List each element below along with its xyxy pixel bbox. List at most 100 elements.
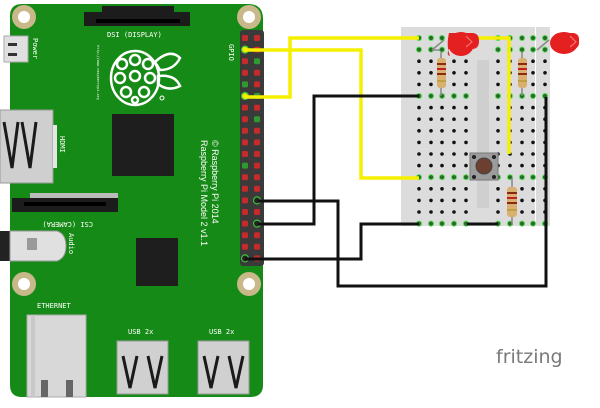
gpio-pin[interactable] xyxy=(254,127,260,134)
breadboard-hole[interactable] xyxy=(452,129,456,133)
breadboard-hole[interactable] xyxy=(464,210,468,214)
breadboard-hole[interactable] xyxy=(520,105,524,110)
breadboard-hole[interactable] xyxy=(529,220,537,227)
breadboard-hole[interactable] xyxy=(417,129,421,133)
breadboard-hole[interactable] xyxy=(417,105,421,110)
breadboard-hole[interactable] xyxy=(429,105,433,110)
breadboard-hole[interactable] xyxy=(452,59,456,63)
breadboard-hole[interactable] xyxy=(464,71,468,75)
breadboard-hole[interactable] xyxy=(452,140,456,145)
breadboard-hole[interactable] xyxy=(496,71,500,75)
breadboard-hole[interactable] xyxy=(429,198,433,203)
push-button[interactable] xyxy=(469,152,499,181)
breadboard-hole[interactable] xyxy=(438,34,446,42)
breadboard-hole[interactable] xyxy=(452,198,456,203)
breadboard-hole[interactable] xyxy=(464,140,468,145)
breadboard-hole[interactable] xyxy=(417,210,421,214)
breadboard-hole[interactable] xyxy=(450,92,458,100)
breadboard-hole[interactable] xyxy=(452,71,456,75)
breadboard-hole[interactable] xyxy=(462,92,470,100)
breadboard-hole[interactable] xyxy=(531,105,535,110)
breadboard-hole[interactable] xyxy=(429,140,433,145)
breadboard-hole[interactable] xyxy=(452,117,456,121)
gpio-pin[interactable] xyxy=(242,81,248,88)
breadboard-hole[interactable] xyxy=(541,34,549,42)
gpio-pin[interactable] xyxy=(242,69,248,76)
breadboard-hole[interactable] xyxy=(496,129,500,133)
gpio-pin[interactable] xyxy=(242,174,248,181)
gpio-pin[interactable] xyxy=(242,58,248,65)
breadboard-hole[interactable] xyxy=(520,198,524,203)
breadboard-hole[interactable] xyxy=(520,152,524,156)
gpio-pin[interactable] xyxy=(254,139,260,146)
breadboard-hole[interactable] xyxy=(429,152,433,156)
breadboard-hole[interactable] xyxy=(452,152,456,156)
breadboard-hole[interactable] xyxy=(541,46,549,53)
breadboard-hole[interactable] xyxy=(529,46,537,53)
breadboard-hole[interactable] xyxy=(440,129,444,133)
breadboard-hole[interactable] xyxy=(440,152,444,156)
breadboard-hole[interactable] xyxy=(529,34,537,42)
breadboard-hole[interactable] xyxy=(427,220,435,227)
breadboard-hole[interactable] xyxy=(543,71,547,75)
breadboard-hole[interactable] xyxy=(429,117,433,121)
breadboard-hole[interactable] xyxy=(531,129,535,133)
breadboard-hole[interactable] xyxy=(464,187,468,191)
breadboard-hole[interactable] xyxy=(464,163,468,168)
breadboard-hole[interactable] xyxy=(438,92,446,100)
breadboard-hole[interactable] xyxy=(429,82,433,87)
gpio-pin[interactable] xyxy=(254,243,260,250)
gpio-pin[interactable] xyxy=(242,162,248,169)
breadboard-hole[interactable] xyxy=(450,220,458,227)
breadboard-hole[interactable] xyxy=(440,210,444,214)
breadboard-hole[interactable] xyxy=(452,163,456,168)
breadboard-hole[interactable] xyxy=(417,82,421,87)
gpio-pin[interactable] xyxy=(242,35,248,41)
breadboard-hole[interactable] xyxy=(452,187,456,191)
gpio-pin[interactable] xyxy=(254,81,260,88)
breadboard-hole[interactable] xyxy=(531,71,535,75)
breadboard-hole[interactable] xyxy=(452,105,456,110)
breadboard-hole[interactable] xyxy=(531,117,535,121)
breadboard-hole[interactable] xyxy=(440,105,444,110)
breadboard-hole[interactable] xyxy=(520,187,524,191)
breadboard-hole[interactable] xyxy=(464,152,468,156)
breadboard-hole[interactable] xyxy=(518,46,526,53)
breadboard-hole[interactable] xyxy=(531,210,535,214)
breadboard-hole[interactable] xyxy=(494,46,502,53)
gpio-pin[interactable] xyxy=(242,185,248,192)
breadboard-hole[interactable] xyxy=(520,129,524,133)
breadboard-hole[interactable] xyxy=(531,163,535,168)
breadboard-hole[interactable] xyxy=(531,140,535,145)
gpio-pin[interactable] xyxy=(254,209,260,215)
breadboard-hole[interactable] xyxy=(417,152,421,156)
gpio-pin[interactable] xyxy=(254,232,260,239)
breadboard-hole[interactable] xyxy=(440,163,444,168)
breadboard-hole[interactable] xyxy=(518,34,526,42)
breadboard-hole[interactable] xyxy=(438,46,446,53)
breadboard-hole[interactable] xyxy=(417,59,421,63)
breadboard-hole[interactable] xyxy=(452,210,456,214)
breadboard-hole[interactable] xyxy=(440,140,444,145)
breadboard-hole[interactable] xyxy=(520,210,524,214)
breadboard-hole[interactable] xyxy=(415,46,423,53)
breadboard-hole[interactable] xyxy=(464,59,468,63)
breadboard-hole[interactable] xyxy=(417,187,421,191)
gpio-pin[interactable] xyxy=(254,151,260,157)
breadboard-hole[interactable] xyxy=(427,92,435,100)
breadboard-hole[interactable] xyxy=(462,174,470,181)
breadboard-hole[interactable] xyxy=(464,82,468,87)
gpio-pin[interactable] xyxy=(242,151,248,157)
breadboard-hole[interactable] xyxy=(464,198,468,203)
gpio-pin[interactable] xyxy=(254,104,260,111)
breadboard-hole[interactable] xyxy=(464,117,468,121)
breadboard-hole[interactable] xyxy=(496,105,500,110)
gpio-pin[interactable] xyxy=(254,185,260,192)
breadboard-hole[interactable] xyxy=(429,163,433,168)
breadboard-hole[interactable] xyxy=(464,129,468,133)
breadboard-hole[interactable] xyxy=(417,140,421,145)
breadboard-hole[interactable] xyxy=(450,174,458,181)
breadboard-hole[interactable] xyxy=(496,59,500,63)
breadboard-hole[interactable] xyxy=(529,174,537,181)
breadboard-hole[interactable] xyxy=(429,187,433,191)
